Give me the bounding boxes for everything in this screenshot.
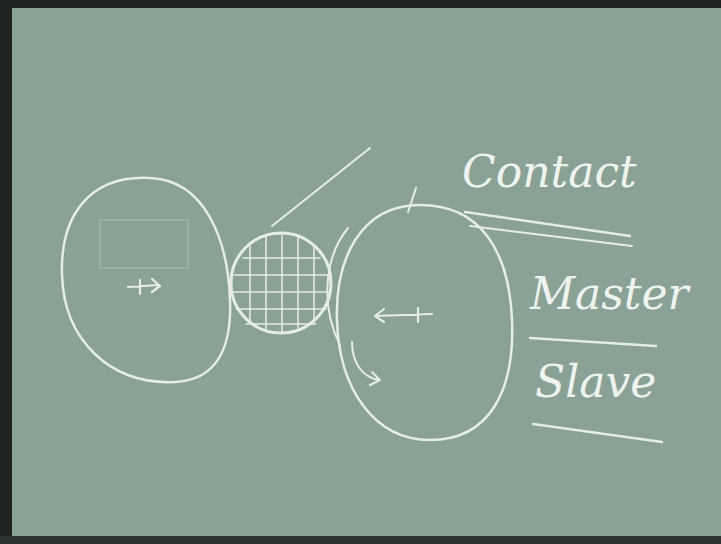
board-frame — [0, 536, 721, 544]
faint-sketch — [100, 220, 188, 268]
force-arrow — [128, 279, 160, 294]
board-label: Slave — [535, 360, 656, 404]
contact-arc — [327, 228, 348, 345]
rotation-arrow — [352, 342, 380, 385]
board-label: Contact — [462, 150, 637, 194]
board-frame — [0, 0, 12, 544]
contact-zone — [231, 233, 331, 333]
underline — [470, 226, 632, 246]
tick-mark — [408, 188, 416, 212]
board-frame — [0, 0, 721, 8]
master-body — [62, 178, 230, 382]
underline — [465, 212, 630, 236]
leader-line — [272, 148, 370, 226]
slave-body — [337, 205, 512, 440]
force-arrow — [375, 308, 432, 322]
board-label: Master — [530, 272, 689, 316]
mesh-hatch — [232, 233, 330, 333]
underline — [533, 424, 662, 442]
underline — [530, 338, 656, 346]
